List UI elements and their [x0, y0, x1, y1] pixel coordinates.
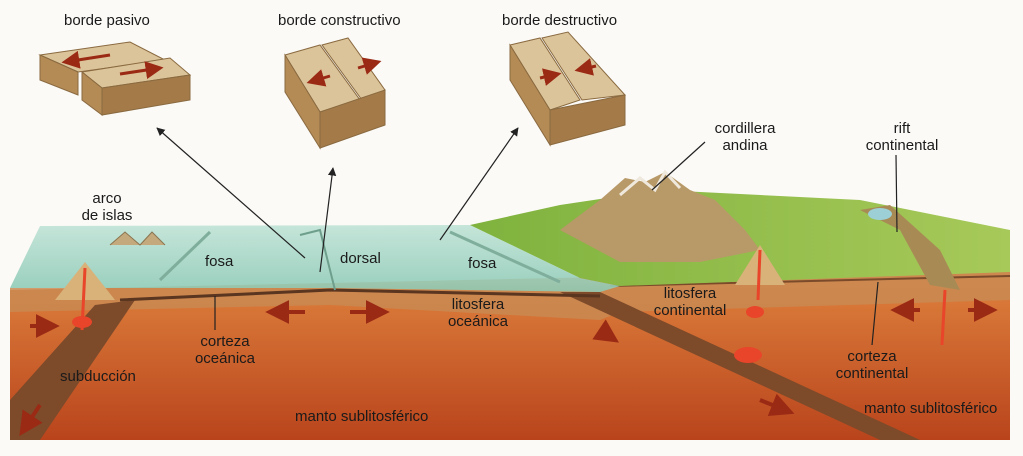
label-corteza-oceanica: corteza oceánica: [194, 333, 256, 367]
constructive-boundary-block: [284, 37, 386, 150]
passive-boundary-block: [38, 41, 192, 116]
label-litosfera-oceanica: litosfera oceánica: [447, 296, 509, 330]
leader-lines: [156, 127, 898, 346]
label-borde-pasivo: borde pasivo: [64, 12, 150, 29]
constructive-arrow-right: [357, 57, 382, 75]
oceanic-crust-line: [119, 288, 601, 302]
andes-peaks: [619, 169, 682, 197]
leader-andina: [651, 141, 706, 191]
leader-corteza-continental: [871, 281, 879, 346]
rift-magma: [940, 289, 947, 346]
label-fosa-left: fosa: [205, 253, 234, 270]
trench-right-mark: [449, 230, 561, 284]
ocean: [10, 225, 620, 292]
label-litosfera-continental: litosfera continental: [653, 285, 727, 319]
subducting-slab-left: [10, 300, 135, 440]
island-arc-peaks: [109, 231, 166, 246]
destructive-arrow-right: [539, 68, 562, 86]
label-borde-destructivo: borde destructivo: [502, 12, 618, 29]
label-manto-sublitosferico-right: manto sublitosférico: [864, 400, 998, 417]
constructive-block-front-face: [319, 89, 386, 149]
convection-arrows: [19, 298, 998, 436]
ocean-surface: [10, 225, 620, 292]
mid-ocean-ridge: [299, 228, 336, 291]
destructive-block-front-face: [549, 94, 626, 146]
rift-valley: [860, 205, 960, 290]
label-rift-continental: rift continental: [865, 120, 939, 154]
continental-volcano-magma: [756, 249, 762, 301]
label-manto-sublitosferico-center: manto sublitosférico: [295, 408, 429, 425]
label-cordillera-andina: cordillera andina: [714, 120, 776, 154]
deep-magma-chamber: [734, 347, 762, 363]
label-dorsal: dorsal: [340, 250, 381, 267]
label-fosa-right: fosa: [468, 255, 497, 272]
label-arco-de-islas: arco de islas: [81, 190, 133, 224]
label-borde-constructivo: borde constructivo: [278, 12, 401, 29]
leader-destructive: [439, 127, 519, 241]
andes-mountains: [560, 172, 760, 262]
constructive-arrow-left: [306, 69, 331, 87]
arrow-bottom-left: [19, 403, 43, 436]
rift-lake: [868, 208, 892, 220]
passive-arrow-right: [119, 61, 164, 80]
leader-constructive: [319, 167, 337, 273]
leader-rift: [895, 154, 898, 233]
destructive-arrow-left: [574, 58, 597, 76]
arrow-slab-down: [592, 319, 619, 343]
leader-passive: [156, 127, 306, 259]
subducting-slab-right: [560, 292, 920, 440]
passive-block-front-face: [101, 74, 191, 116]
continental-magma-chamber: [746, 306, 764, 318]
label-corteza-continental: corteza continental: [835, 348, 909, 382]
continent: [470, 169, 1010, 301]
destructive-boundary-block: [509, 31, 627, 147]
label-subduccion: subducción: [60, 368, 136, 385]
passive-arrow-left: [61, 50, 111, 69]
island-arc-magma-chamber: [72, 316, 92, 328]
arrow-deep-slab: [759, 393, 795, 417]
trench-left-mark: [158, 230, 212, 282]
island-arc: [55, 231, 166, 331]
